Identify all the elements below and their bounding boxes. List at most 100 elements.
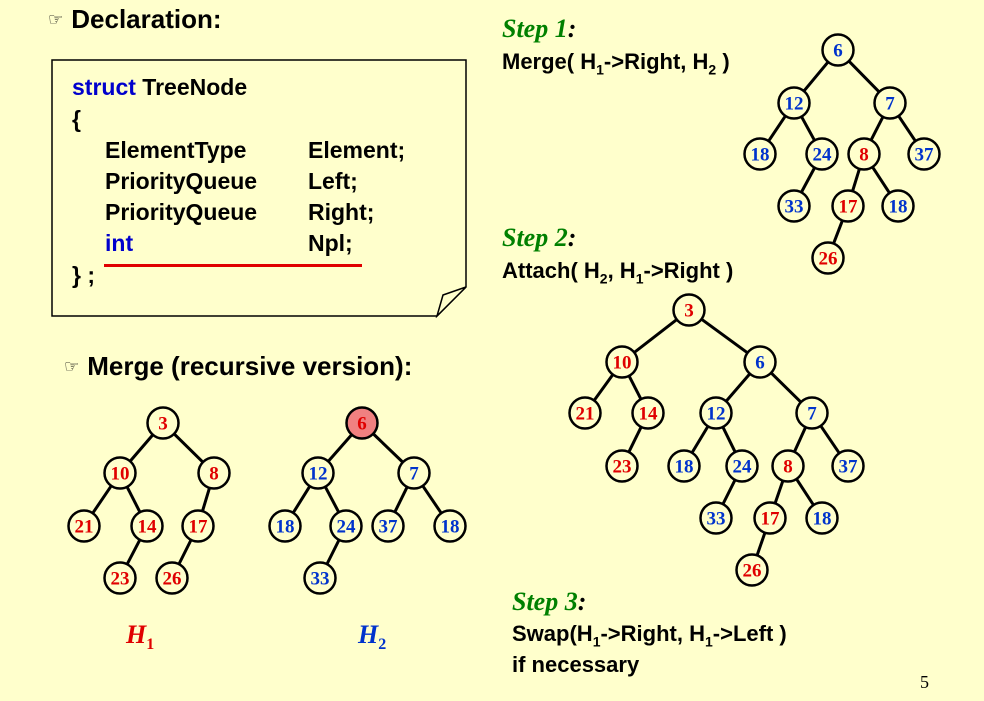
tree-edge [721,479,737,505]
tree-node: 14 [631,396,665,430]
merge-title: Merge (recursive version): [87,351,413,381]
tree-edge [721,426,737,453]
tree-node-circle [146,406,180,440]
merge-heading: ☞Merge (recursive version): [64,351,412,382]
code-field: Element; [308,137,406,163]
tree-node-label: 10 [613,353,632,374]
tree-node: 18 [667,449,701,483]
tree-node-circle [197,456,231,490]
tree-edge [767,115,787,142]
tree-edge [627,375,643,400]
tree-node: 8 [771,449,805,483]
tree-edge [851,168,861,192]
tree-node: 37 [371,509,405,543]
tree-node: 10 [605,345,639,379]
code-type: PriorityQueue [105,168,258,194]
tree-node: 18 [805,501,839,535]
tree-node-label: 7 [807,404,817,425]
code-field: Npl; [308,230,353,256]
tree-node-label: 6 [755,353,765,374]
tree-node: 24 [805,137,839,171]
tree-edge [633,318,678,354]
tree-node-label: 18 [889,197,908,218]
tree-node-label: 33 [707,509,726,530]
tree-edge [125,486,142,513]
step1-label: Step 1: [502,14,577,43]
tree-node-label: 26 [819,249,838,270]
tree-node-label: 17 [839,197,859,218]
tree-edge [871,166,891,194]
pointing-hand-icon: ☞ [48,10,64,30]
tree-edge [770,371,802,404]
tree-node-circle [821,33,855,67]
tree-node: 12 [699,396,733,430]
tree-node-circle [743,345,777,379]
tree-node: 23 [103,561,137,595]
tree-node-circle [397,456,431,490]
tree-node-circle [771,449,805,483]
tree-node-label: 26 [743,561,762,582]
tree-node: 26 [735,553,769,587]
tree-node-label: 10 [111,464,130,485]
tree-node-label: 14 [639,404,659,425]
tree-node-circle [743,137,777,171]
tree-node: 18 [743,137,777,171]
tree-node: 18 [881,189,915,223]
tree-node-circle [103,456,137,490]
code-type: ElementType [105,137,247,163]
tree-node: 3 [672,293,706,327]
tree-edge [291,485,312,514]
code-field: Right; [308,199,375,225]
tree-node-circle [268,509,302,543]
tree-edge [201,487,211,512]
tree-node-label: 14 [138,517,158,538]
tree-node-circle [345,406,379,440]
tree-node: 17 [831,189,865,223]
tree-node-circle [699,396,733,430]
tree-node: 26 [155,561,189,595]
tree-node-label: 7 [885,94,895,115]
tree-node: 12 [777,86,811,120]
tree-node-circle [735,553,769,587]
tree-edge [125,539,142,565]
tree-node-label: 24 [813,145,833,166]
code-line-struct: struct TreeNode [72,74,247,101]
tree-node-circle [155,561,189,595]
code-open-brace: { [72,106,81,132]
tree-node-label: 6 [357,414,367,435]
tree-edge [627,426,643,453]
tree-edge [323,486,341,513]
step3-text-line1: Swap(H1->Right, H1->Left ) [512,621,787,650]
tree-edge [372,432,404,464]
tree-edge [755,532,767,556]
tree-node-label: 17 [189,517,209,538]
tree-node-label: 17 [761,509,781,530]
tree-node-circle [831,449,865,483]
tree-node-label: 21 [576,404,595,425]
tree-edge [800,115,816,142]
tree-node-label: 18 [441,517,460,538]
tree-node: 24 [329,509,363,543]
tree-edge [793,426,807,453]
tree-edge [173,432,204,464]
tree-node-circle [777,86,811,120]
tree-node-label: 37 [839,457,859,478]
npl-underline [104,264,362,267]
heap-label-h1: H1 [126,620,155,654]
tree-node: 18 [433,509,467,543]
tree-edge [897,115,917,142]
tree-node-circle [667,449,701,483]
tree-node-circle [699,501,733,535]
tree-node: 18 [268,509,302,543]
step2-label: Step 2: [502,223,577,252]
tree-node-circle [631,396,665,430]
tree-edge [128,433,155,463]
tree-node-circle [433,509,467,543]
tree-node-circle [301,456,335,490]
tree-edge [795,478,815,506]
code-type-int: int [105,230,134,256]
tree-node-circle [753,501,787,535]
tree-node: 8 [197,456,231,490]
